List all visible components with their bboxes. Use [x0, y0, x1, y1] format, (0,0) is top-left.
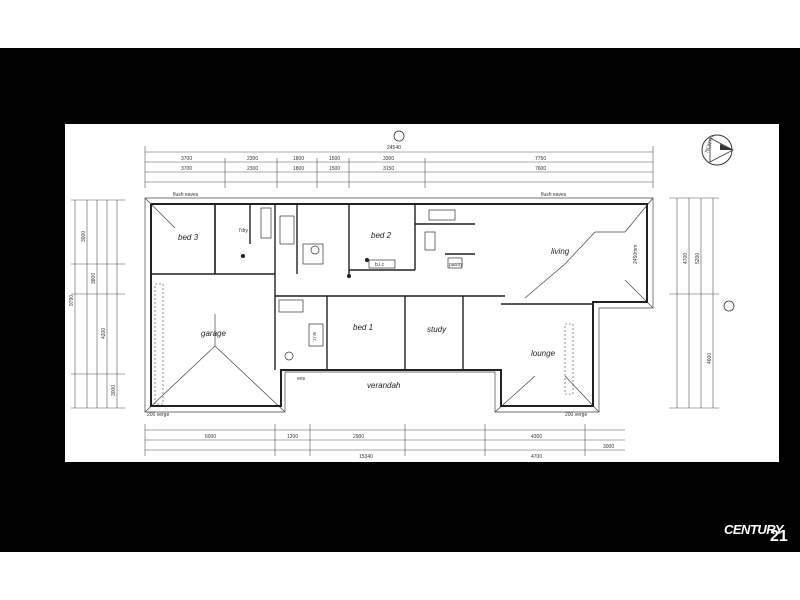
ensuite-label: ens [297, 376, 306, 382]
top-total-dim: 24540 [387, 145, 401, 151]
left-dim-4: 3000 [111, 385, 117, 396]
right-dim-3: 4600 [707, 353, 713, 364]
bottom-dim-4: 4300 [531, 434, 542, 440]
garage-car-markings [154, 283, 574, 405]
room-study: study [427, 325, 447, 334]
logo-word: CENTURY [724, 522, 784, 537]
top-dim-1: 3700 [181, 156, 192, 162]
eaves-note-right: flush eaves [541, 192, 567, 198]
bic-label: b.i.c [375, 262, 385, 268]
bottom-total-dim: 15340 [359, 454, 373, 460]
top-dim2-5: 3150 [383, 166, 394, 172]
right-dim-2: 5200 [695, 253, 701, 264]
right-dimensions [669, 197, 719, 409]
north-arrow-icon: NORTH [701, 134, 734, 166]
ceiling-note: 2450mm [633, 245, 639, 264]
bottom-dimensions [144, 424, 625, 456]
floor-plan-drawing: NORTH 24540 3700 2300 1800 1500 3300 775… [69, 130, 735, 460]
bottom-dim-1: 6000 [205, 434, 216, 440]
room-laundry: l'dry [239, 228, 249, 234]
top-dim-4: 1500 [329, 156, 340, 162]
top-dim2-2: 2300 [247, 166, 258, 172]
century21-logo: CENTURY 21 [724, 522, 794, 548]
room-lounge: lounge [531, 349, 556, 358]
room-verandah: verandah [367, 381, 401, 390]
room-bed1: bed 1 [353, 323, 373, 332]
verge-note-right: 200 verge [565, 412, 587, 418]
pantry-label: pantry [449, 262, 463, 268]
left-dimensions [71, 199, 125, 409]
room-garage: garage [201, 329, 226, 338]
verge-note-left: 200 verge [147, 412, 169, 418]
section-marker-icon [393, 130, 405, 142]
bottom-dim-2: 1200 [287, 434, 298, 440]
bottom-right-dim: 4700 [531, 454, 542, 460]
room-bed3: bed 3 [178, 233, 199, 242]
north-label: NORTH [704, 135, 716, 154]
top-dim2-3: 1800 [293, 166, 304, 172]
floor-plan-sheet: NORTH 24540 3700 2300 1800 1500 3300 775… [65, 124, 779, 462]
interior-walls [151, 204, 593, 370]
fixtures [240, 207, 463, 361]
top-dim-3: 1800 [293, 156, 304, 162]
right-dim-1: 4700 [683, 253, 689, 264]
section-marker-right-icon [723, 300, 735, 312]
room-bed2: bed 2 [371, 231, 392, 240]
top-dim2-4: 1500 [329, 166, 340, 172]
left-dim-2: 3800 [91, 273, 97, 284]
top-dim-2: 2300 [247, 156, 258, 162]
exterior-walls [150, 203, 648, 407]
bottom-dim-3: 2900 [353, 434, 364, 440]
top-dimensions [144, 146, 654, 188]
top-dim-5: 3300 [383, 156, 394, 162]
room-living: living [551, 247, 570, 256]
top-dim2-6: 7600 [535, 166, 546, 172]
left-dim-1: 3000 [81, 231, 87, 242]
left-dim-3: 4200 [101, 328, 107, 339]
wir-label: w.i.r. [311, 332, 317, 342]
eaves-note-left: flush eaves [173, 192, 199, 198]
left-total-dim: 9790 [69, 295, 75, 306]
top-dim2-1: 3700 [181, 166, 192, 172]
roof-outline [144, 197, 654, 413]
bottom-dim-5: 3000 [603, 444, 614, 450]
logo-number: 21 [770, 528, 788, 545]
top-dim-6: 7750 [535, 156, 546, 162]
